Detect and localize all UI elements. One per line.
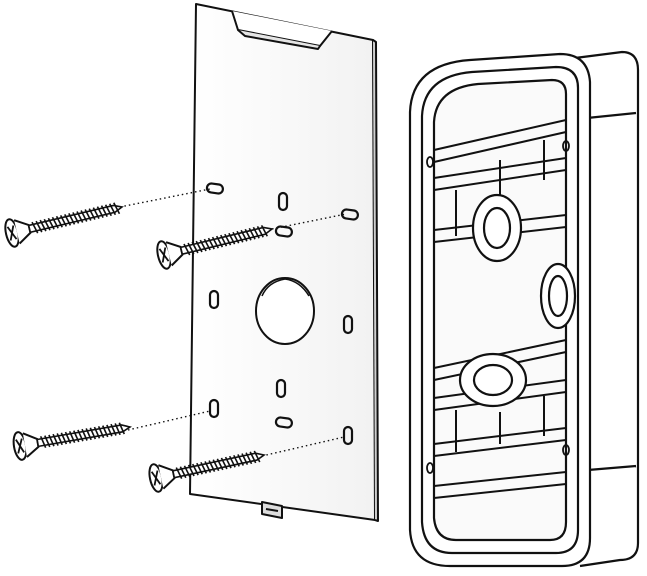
box-cavity bbox=[432, 78, 568, 542]
slot-low-right bbox=[342, 425, 354, 446]
wood-screw-4 bbox=[148, 450, 266, 493]
rib-7 bbox=[433, 471, 567, 487]
plate-outline bbox=[189, 3, 376, 521]
slot-mid-left bbox=[208, 289, 220, 310]
slot-top-right bbox=[340, 208, 359, 221]
slot-mid-right bbox=[342, 314, 354, 335]
guide-line-4 bbox=[261, 436, 345, 457]
junction-box bbox=[408, 50, 640, 568]
plate-edge bbox=[372, 39, 379, 522]
box-corner-holes bbox=[426, 140, 570, 474]
slot-low-center bbox=[274, 416, 293, 429]
wood-screw-1 bbox=[4, 202, 124, 248]
box-bosses bbox=[458, 193, 577, 408]
guide-lines bbox=[119, 188, 347, 457]
guide-line-1 bbox=[119, 188, 211, 208]
slot-top-center bbox=[277, 191, 289, 212]
wood-screw-3 bbox=[12, 422, 132, 461]
slot-lower-center bbox=[275, 378, 287, 399]
center-cable-hole bbox=[255, 277, 315, 345]
slot-low-left bbox=[208, 398, 220, 419]
screws-group bbox=[4, 202, 274, 493]
guide-line-3 bbox=[127, 410, 211, 431]
rib-1 bbox=[433, 119, 567, 151]
plate-top-notch-inner bbox=[237, 29, 321, 50]
mounting-plate bbox=[189, 3, 379, 522]
wood-screw-2 bbox=[156, 224, 274, 270]
slot-top-left bbox=[205, 182, 224, 195]
plate-slots bbox=[205, 182, 359, 446]
slot-upper-center bbox=[274, 225, 293, 238]
